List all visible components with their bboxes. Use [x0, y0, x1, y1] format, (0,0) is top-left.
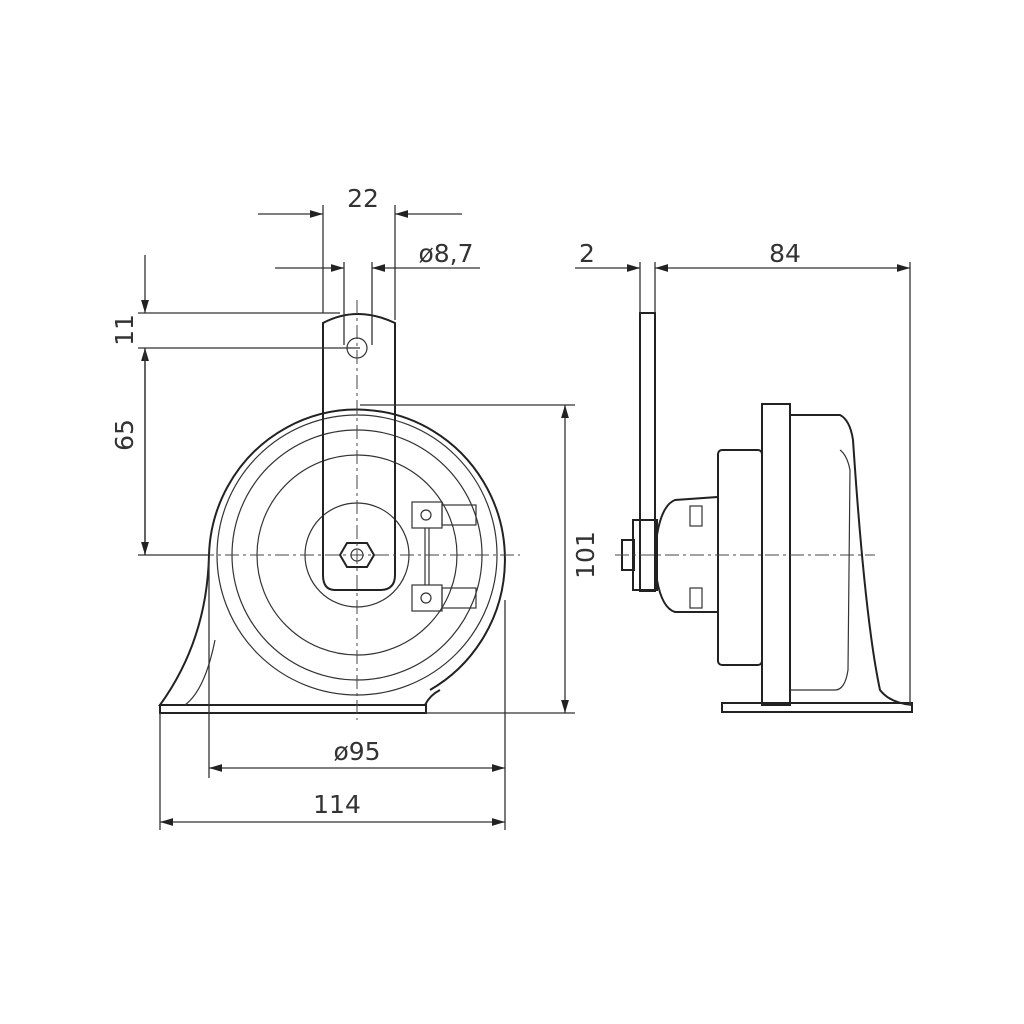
nut [338, 542, 376, 568]
horn-skirt [158, 554, 441, 706]
front-view [158, 300, 520, 720]
dim-65: 65 [110, 419, 139, 451]
terminals [411, 501, 477, 612]
dimension-lines [138, 205, 911, 830]
horn-body [790, 414, 913, 706]
dim-84: 84 [769, 239, 801, 268]
horn-outer-rim [208, 408, 506, 691]
motor-housing [717, 449, 763, 666]
dim-22: 22 [347, 184, 379, 213]
bracket-side [639, 312, 656, 592]
dim-114: 114 [313, 790, 361, 819]
side-view [615, 312, 913, 713]
dimension-labels: 22 ø8,7 11 65 101 ø95 114 2 84 [110, 184, 801, 819]
dim-11: 11 [110, 314, 139, 346]
dim-95: ø95 [333, 737, 380, 766]
base-foot-side [721, 702, 913, 713]
base-foot [159, 704, 427, 714]
dim-hole-diameter: ø8,7 [418, 239, 473, 268]
mounting-bracket [322, 313, 396, 591]
dim-2: 2 [579, 239, 595, 268]
dim-101: 101 [571, 531, 600, 579]
